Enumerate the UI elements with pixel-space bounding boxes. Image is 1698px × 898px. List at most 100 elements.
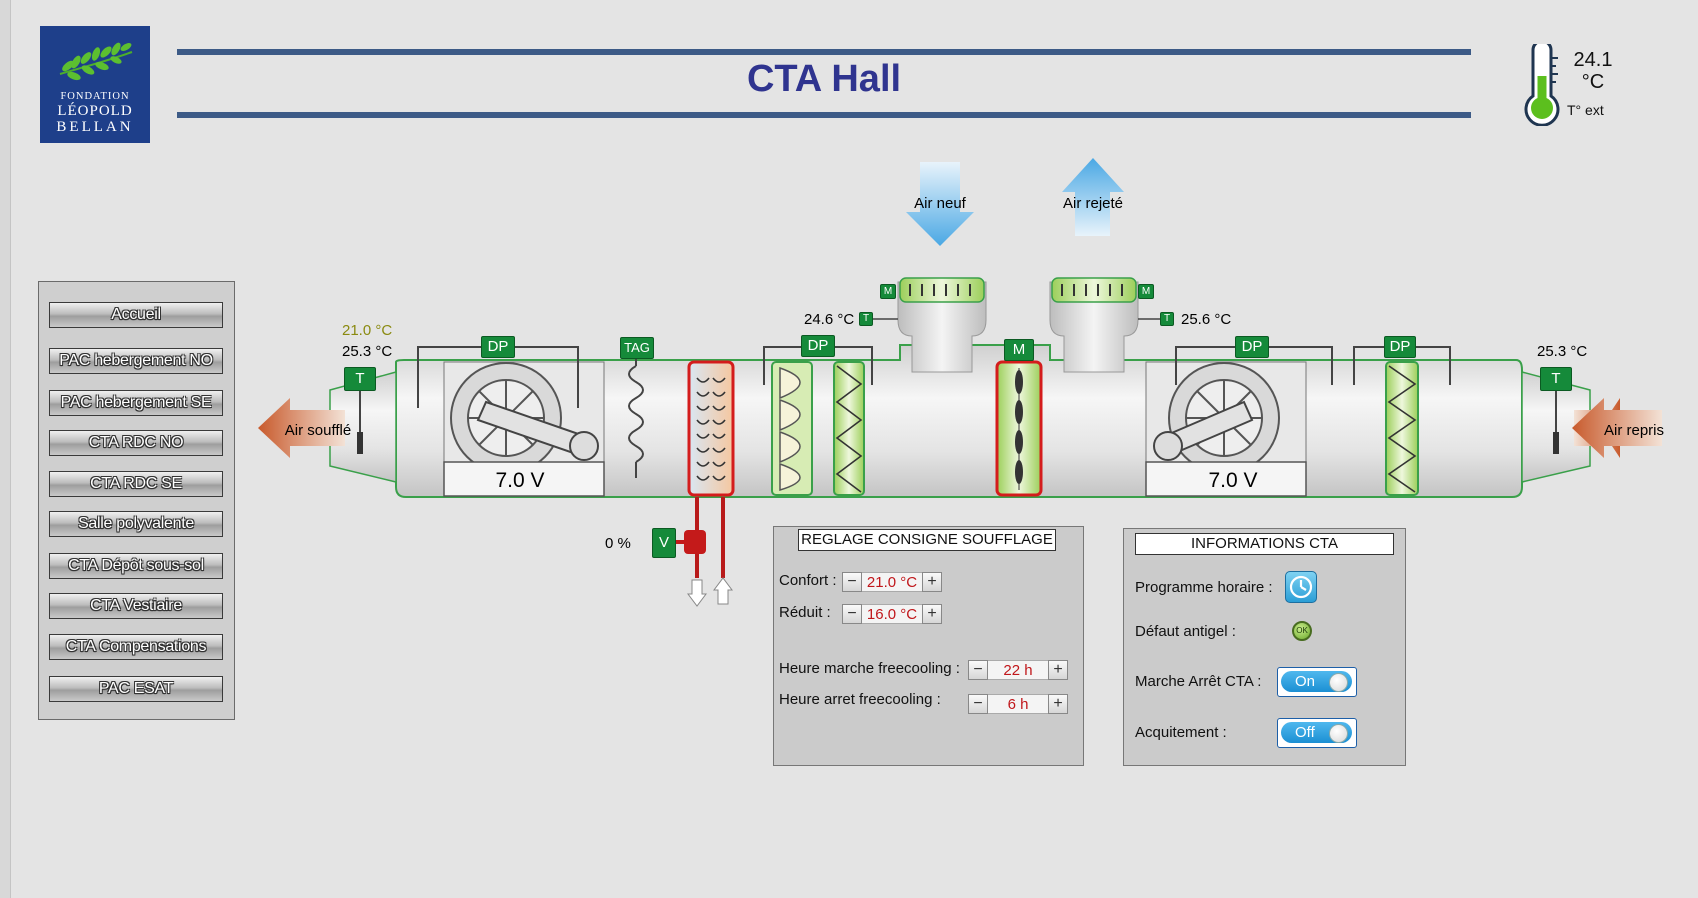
defaut-antigel-label: Défaut antigel :	[1135, 623, 1236, 640]
return-temp-sensor-tag[interactable]: T	[1540, 367, 1572, 391]
exhaust-damper-motor-tag[interactable]: M	[1138, 284, 1154, 299]
acquitement-toggle-knob	[1329, 724, 1348, 743]
window-left-edge	[0, 0, 11, 898]
exhaust-temp-sensor-tag[interactable]: T	[1160, 312, 1174, 326]
arret-freecooling-increment-button[interactable]: +	[1048, 694, 1068, 714]
return-fan	[1145, 361, 1307, 497]
panel-filter-supply	[833, 361, 865, 496]
dp-return-fan-tag[interactable]: DP	[1235, 336, 1269, 358]
confort-increment-button[interactable]: +	[922, 572, 942, 592]
antifreeze-sensor	[628, 365, 644, 463]
nav-button-pac-hebergement-no[interactable]: PAC hebergement NO	[49, 348, 223, 374]
nav-button-cta-vestiaire[interactable]: CTA Vestiaire	[49, 593, 223, 619]
confort-label: Confort :	[779, 572, 837, 589]
acquitement-toggle-text: Off	[1295, 724, 1315, 741]
supply-temp-sensor-tag[interactable]: T	[344, 367, 376, 391]
arret-freecooling-label: Heure arret freecooling :	[779, 691, 941, 708]
exterior-temperature: 24.1 °C	[1568, 49, 1618, 93]
consigne-panel-title: REGLAGE CONSIGNE SOUFFLAGE	[798, 529, 1056, 551]
confort-decrement-button[interactable]: −	[842, 572, 862, 592]
exterior-temperature-value: 24.1	[1573, 49, 1613, 71]
reduit-stepper: − 16.0 °C +	[842, 604, 942, 624]
marche-freecooling-increment-button[interactable]: +	[1048, 660, 1068, 680]
exhaust-temperature-value: 25.6 °C	[1181, 311, 1231, 328]
marche-freecooling-stepper: − 22 h +	[968, 660, 1068, 680]
air-neuf-label: Air neuf	[914, 195, 967, 212]
supply-setpoint-value: 21.0 °C	[342, 322, 392, 339]
marche-arret-toggle-track: On	[1281, 671, 1352, 692]
mixing-damper-motor-tag[interactable]: M	[1004, 339, 1034, 361]
antigel-status-indicator: OK	[1292, 621, 1312, 641]
marche-freecooling-value-input[interactable]: 22 h	[988, 660, 1048, 680]
valve-opening-value: 0 %	[605, 535, 631, 552]
fresh-air-damper	[897, 277, 987, 373]
fresh-air-damper-motor-tag[interactable]: M	[880, 284, 896, 299]
air-rejete-label: Air rejeté	[1063, 195, 1123, 212]
consigne-panel: REGLAGE CONSIGNE SOUFFLAGE Confort : − 2…	[773, 526, 1084, 766]
air-repris-label: Air repris	[1604, 422, 1664, 439]
exhaust-air-arrow	[1062, 158, 1124, 236]
title-bar-top	[177, 49, 1471, 55]
nav-button-pac-hebergement-se[interactable]: PAC hebergement SE	[49, 390, 223, 416]
informations-panel-title: INFORMATIONS CTA	[1135, 533, 1394, 555]
nav-button-pac-esat[interactable]: PAC ESAT	[49, 676, 223, 702]
mixing-damper	[995, 360, 1043, 497]
nav-button-cta-rdc-se[interactable]: CTA RDC SE	[49, 471, 223, 497]
marche-arret-toggle[interactable]: On	[1277, 667, 1357, 697]
supply-air-arrow	[258, 398, 345, 458]
dp-supply-filter-tag[interactable]: DP	[801, 335, 835, 357]
confort-value-input[interactable]: 21.0 °C	[862, 572, 922, 592]
acquitement-toggle[interactable]: Off	[1277, 718, 1357, 748]
page-title: CTA Hall	[746, 58, 902, 100]
informations-panel: INFORMATIONS CTA Programme horaire : Déf…	[1123, 528, 1406, 766]
logo-line-2: LÉOPOLD	[57, 103, 133, 119]
nav-button-cta-compensations[interactable]: CTA Compensations	[49, 634, 223, 660]
marche-arret-toggle-text: On	[1295, 673, 1316, 690]
programme-horaire-label: Programme horaire :	[1135, 579, 1273, 596]
fondation-logo: FONDATION LÉOPOLD BELLAN	[40, 26, 150, 143]
confort-stepper: − 21.0 °C +	[842, 572, 942, 592]
fresh-air-temperature-value: 24.6 °C	[804, 311, 854, 328]
arret-freecooling-stepper: − 6 h +	[968, 694, 1068, 714]
air-souffle-label: Air soufflé	[285, 422, 351, 439]
arret-freecooling-decrement-button[interactable]: −	[968, 694, 988, 714]
programme-horaire-button[interactable]	[1285, 571, 1317, 603]
exhaust-air-damper	[1049, 277, 1139, 373]
reduit-increment-button[interactable]: +	[922, 604, 942, 624]
acquitement-toggle-track: Off	[1281, 722, 1352, 743]
nav-button-salle-polyvalente[interactable]: Salle polyvalente	[49, 511, 223, 537]
return-temperature-value: 25.3 °C	[1537, 343, 1587, 360]
acquitement-label: Acquitement :	[1135, 724, 1227, 741]
fresh-air-temp-sensor-tag[interactable]: T	[859, 312, 873, 326]
logo-line-1: FONDATION	[60, 91, 130, 102]
title-bar-bottom	[177, 112, 1471, 118]
nav-button-cta-depot-sous-sol[interactable]: CTA Dépôt sous-sol	[49, 553, 223, 579]
heating-valve-tag[interactable]: V	[652, 528, 676, 558]
exterior-temperature-unit: °C	[1581, 71, 1605, 93]
bag-filter-supply	[771, 361, 813, 496]
supply-fan	[443, 361, 605, 497]
dp-return-filter-tag[interactable]: DP	[1384, 336, 1416, 358]
marche-freecooling-decrement-button[interactable]: −	[968, 660, 988, 680]
logo-line-3: BELLAN	[56, 119, 134, 135]
reduit-decrement-button[interactable]: −	[842, 604, 862, 624]
nav-button-accueil[interactable]: Accueil	[49, 302, 223, 328]
reduit-label: Réduit :	[779, 604, 831, 621]
supply-fan-voltage: 7.0 V	[495, 469, 544, 492]
arret-freecooling-value-input[interactable]: 6 h	[988, 694, 1048, 714]
nav-button-cta-rdc-no[interactable]: CTA RDC NO	[49, 430, 223, 456]
heating-coil	[676, 360, 735, 607]
leaf-branch-icon	[59, 42, 133, 81]
dp-supply-fan-tag[interactable]: DP	[481, 336, 515, 358]
tag-antifreeze-tag[interactable]: TAG	[620, 337, 654, 359]
clock-icon	[1289, 575, 1313, 599]
panel-filter-return	[1385, 361, 1419, 496]
exterior-temperature-label: T° ext	[1567, 102, 1604, 118]
fresh-air-arrow	[906, 162, 974, 246]
marche-arret-label: Marche Arrêt CTA :	[1135, 673, 1262, 690]
supply-temperature-value: 25.3 °C	[342, 343, 392, 360]
marche-freecooling-label: Heure marche freecooling :	[779, 660, 960, 677]
marche-arret-toggle-knob	[1329, 673, 1348, 692]
reduit-value-input[interactable]: 16.0 °C	[862, 604, 922, 624]
